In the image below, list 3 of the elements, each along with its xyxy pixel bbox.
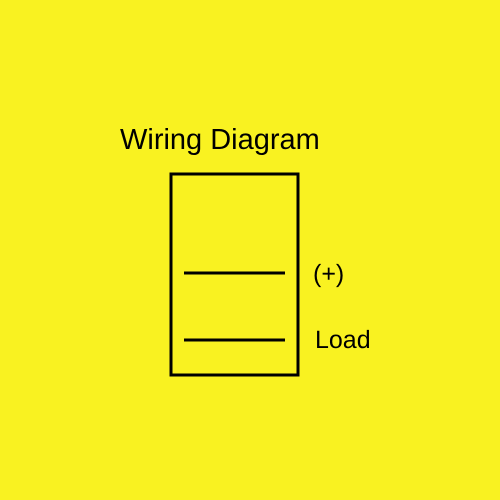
diagram-title: Wiring Diagram: [120, 126, 320, 155]
terminal-label: Load: [315, 328, 371, 353]
terminal-label: (+): [313, 262, 344, 287]
